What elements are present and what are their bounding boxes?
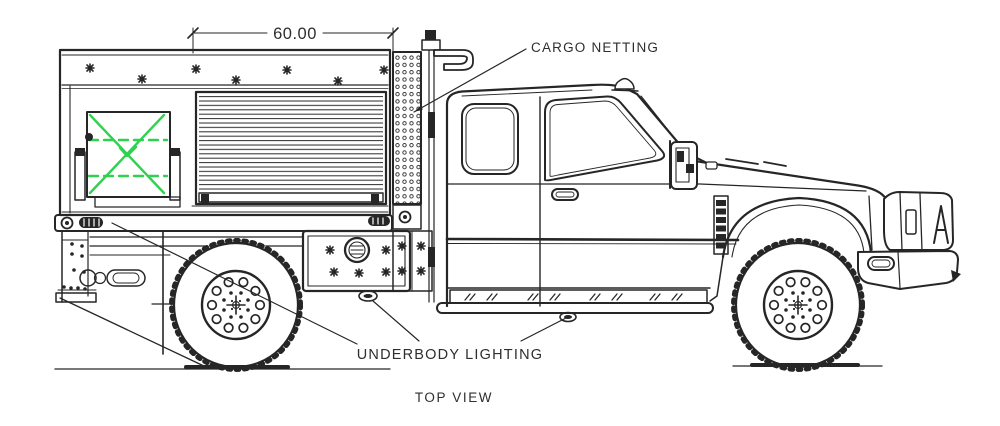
bed-fastener-marks (85, 63, 389, 86)
left-mount-bracket (74, 151, 86, 201)
front-end (857, 191, 961, 290)
cargo-netting-callout: CARGO NETTING (413, 40, 659, 113)
dimension-tick-right (387, 27, 399, 39)
windshield-wipers (725, 158, 787, 167)
rocker-crease (445, 237, 740, 242)
bed-rub-rail (54, 214, 393, 232)
view-caption: TOP VIEW (415, 390, 493, 405)
dimension-label: 60.00 (273, 25, 317, 43)
front-wheel-arch (709, 196, 873, 302)
roll-up-door-frame (194, 90, 388, 206)
rear-underbody (55, 230, 304, 368)
perforated-panel (392, 51, 422, 205)
underbody-lighting-label: UNDERBODY LIGHTING (357, 347, 544, 363)
drawing-root: 60.00 CARGO NETTING UNDERBODY LIGHTING T… (54, 25, 961, 405)
rear-side-window (461, 103, 519, 175)
underbody-lighting-callout: UNDERBODY LIGHTING (111, 222, 567, 363)
compartment-base (94, 196, 181, 208)
rear-step (55, 292, 97, 303)
tow-hook (951, 270, 961, 282)
rub-rail-marker-light-right (368, 216, 390, 226)
step-bar (436, 302, 714, 314)
roll-up-door (191, 90, 389, 207)
roll-up-door-slats (199, 96, 383, 192)
underbody-leader-middle (372, 300, 420, 342)
rub-rail-marker-light-left (79, 217, 103, 228)
toolbox-latch (343, 236, 371, 264)
exhaust-assembly (79, 269, 146, 287)
door-handle (551, 188, 579, 201)
cargo-netting-panel (392, 51, 433, 292)
cargo-netting-leader (413, 48, 527, 113)
rear-brace-line (59, 297, 207, 368)
roof-marker-light (611, 77, 639, 92)
front-bumper (857, 250, 961, 290)
dimension-tick-left (187, 27, 199, 39)
cargo-netting-label: CARGO NETTING (531, 40, 659, 55)
right-mount-bracket (169, 151, 181, 201)
rub-rail-round-light (60, 216, 74, 230)
panel-junction-box (392, 204, 422, 230)
headlight (905, 209, 917, 235)
fender-vent (713, 195, 729, 255)
front-wheel (732, 239, 864, 371)
running-board-grip-marks (464, 293, 683, 301)
storage-compartment (74, 111, 181, 208)
beltline-crease (446, 183, 867, 192)
compartment-knob (85, 133, 93, 141)
grab-handle-hook (433, 49, 474, 71)
underbody-toolbox (301, 229, 412, 302)
grab-handle-pole (421, 30, 474, 303)
rear-wheel (170, 239, 302, 371)
front-door-window (544, 95, 666, 182)
ground-lines (54, 363, 883, 370)
side-mirror (669, 140, 718, 190)
underbody-leader-right (520, 317, 567, 342)
underbody-leader-left (111, 222, 358, 345)
rub-rail (54, 214, 393, 232)
cab (436, 77, 888, 323)
running-board (436, 289, 714, 323)
toolbox-outline (301, 229, 412, 293)
dimension-60: 60.00 (187, 25, 399, 58)
leader-arrowhead (414, 105, 423, 112)
toolbox-underbody-light (358, 290, 378, 302)
roll-up-door-rail (198, 192, 384, 203)
grille-headlight-block (883, 191, 954, 251)
grille-detail (933, 205, 949, 244)
fog-light (867, 256, 895, 271)
compartment-highlight-marks (87, 113, 169, 195)
